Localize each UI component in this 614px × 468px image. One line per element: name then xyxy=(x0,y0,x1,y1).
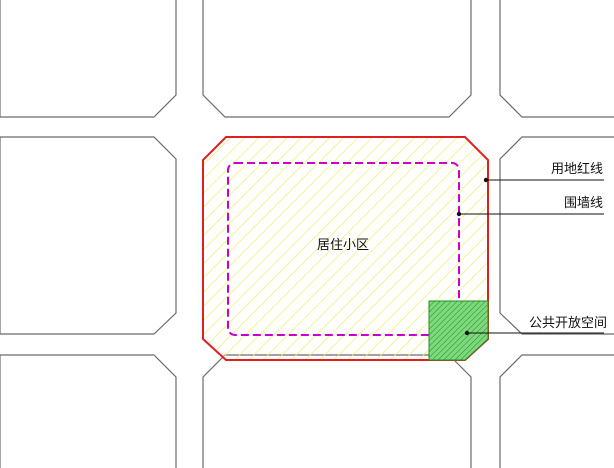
block-mid-left xyxy=(0,136,177,335)
public-open-space-label: 公共开放空间 xyxy=(529,316,607,331)
leader-dot-enclosure-wall xyxy=(456,211,462,217)
land-red-line-label: 用地红线 xyxy=(551,161,603,177)
block-top-right xyxy=(499,0,614,118)
public-open-space-area xyxy=(428,300,489,361)
leader-dot-land-red-line xyxy=(483,177,489,183)
block-bottom-right xyxy=(499,354,614,468)
residential-area-label: 居住小区 xyxy=(317,238,369,253)
block-mid-right xyxy=(499,136,614,335)
block-top-left xyxy=(0,0,177,118)
block-top-center xyxy=(202,0,472,118)
leader-dot-public-open-space xyxy=(464,330,470,336)
leaders xyxy=(456,177,604,336)
enclosure-wall-line xyxy=(227,162,460,336)
block-bottom-left xyxy=(0,354,177,468)
enclosure-wall-label: 围墙线 xyxy=(564,196,603,211)
block-bottom-center xyxy=(202,354,472,468)
